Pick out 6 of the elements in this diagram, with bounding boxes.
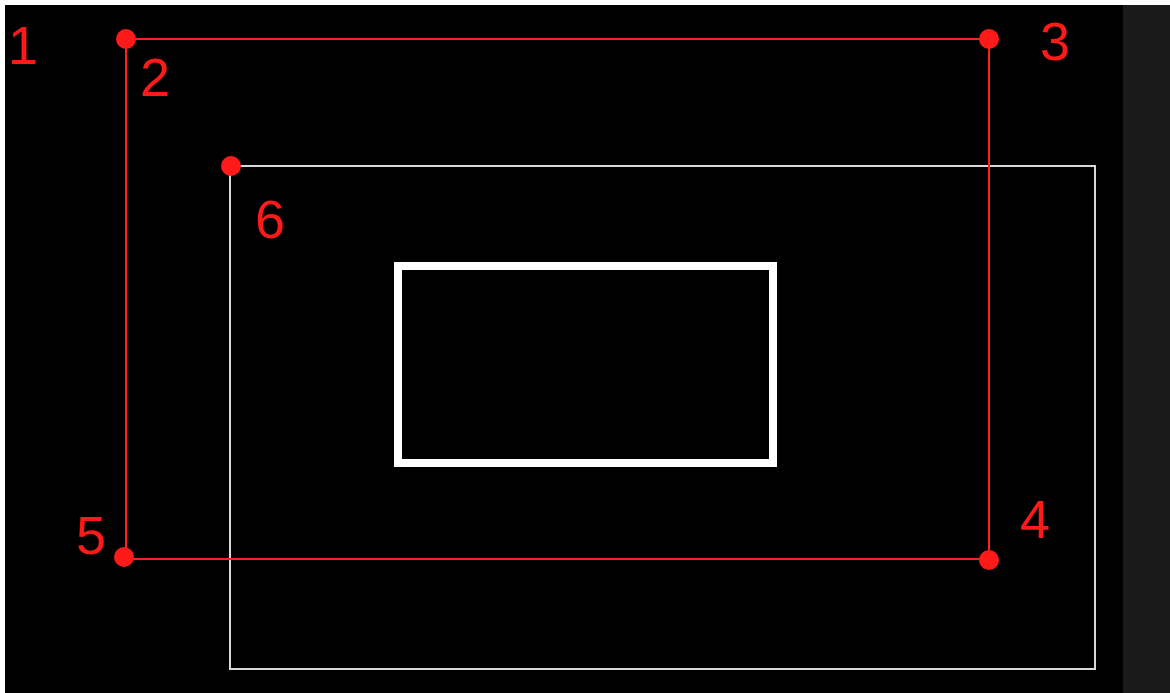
callout-number: 6 [255, 192, 286, 246]
callout-number: 5 [76, 508, 107, 562]
callout-number: 4 [1020, 492, 1051, 546]
callout-number: 1 [8, 18, 39, 72]
callout-number: 2 [140, 50, 171, 104]
callout-number: 3 [1040, 14, 1071, 68]
